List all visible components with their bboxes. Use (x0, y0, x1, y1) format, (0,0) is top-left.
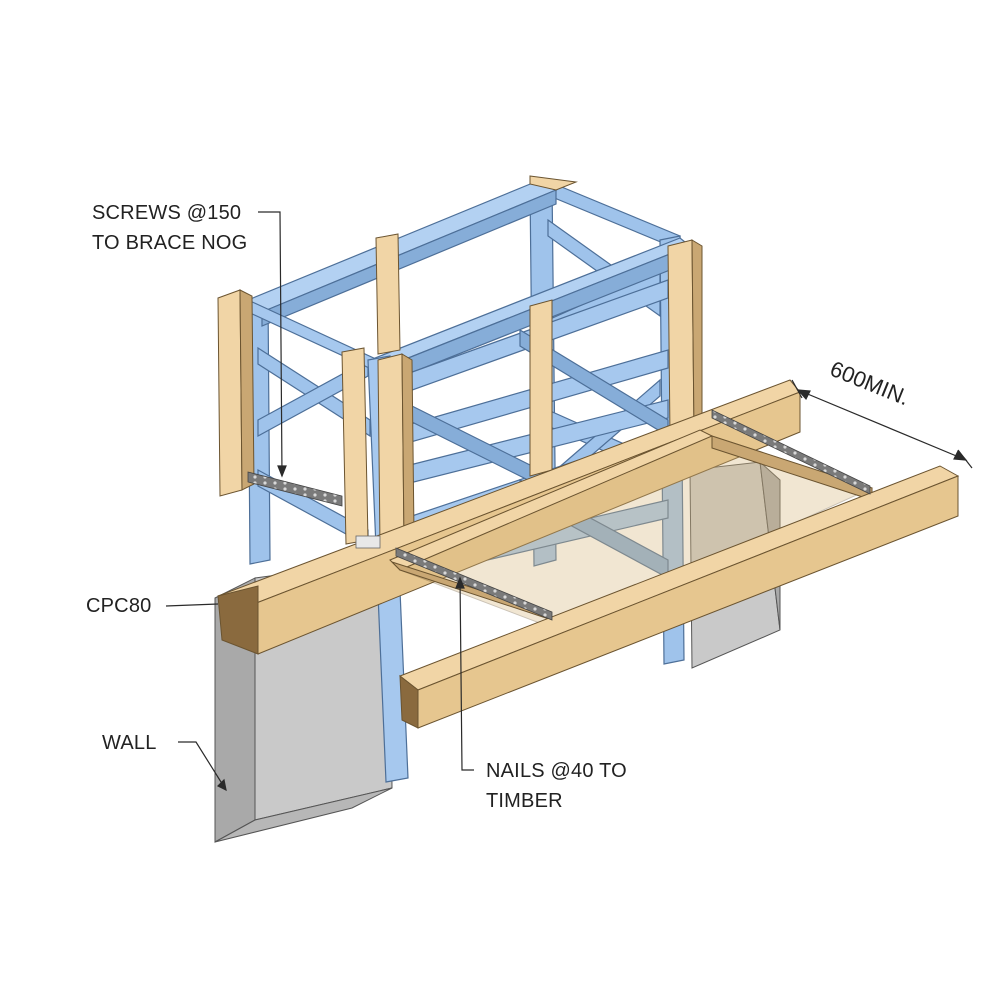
timber-beams (217, 379, 960, 729)
screws-label-line2: TO BRACE NOG (92, 232, 248, 254)
screws-leader (258, 211, 283, 477)
screws-label: SCREWS @150 TO BRACE NOG (92, 198, 247, 258)
nails-label-line2: TIMBER (486, 790, 563, 812)
screws-label-line1: SCREWS @150 (92, 202, 242, 224)
nail-strip (395, 547, 553, 621)
nails-leader (459, 577, 474, 771)
cpc-leader (165, 603, 219, 607)
screw-strip (247, 471, 343, 507)
cpc-plate (355, 535, 381, 549)
dimension-arrow (791, 379, 973, 469)
wall-leader (178, 741, 227, 791)
nail-strip-far (711, 409, 871, 495)
nails-label-line1: NAILS @40 TO (486, 760, 627, 782)
wall-label: WALL (102, 732, 157, 754)
nails-label: NAILS @40 TO TIMBER (486, 756, 627, 816)
cpc-label: CPC80 (86, 595, 152, 617)
leader-lines (165, 211, 474, 792)
connector-strips (247, 409, 871, 621)
